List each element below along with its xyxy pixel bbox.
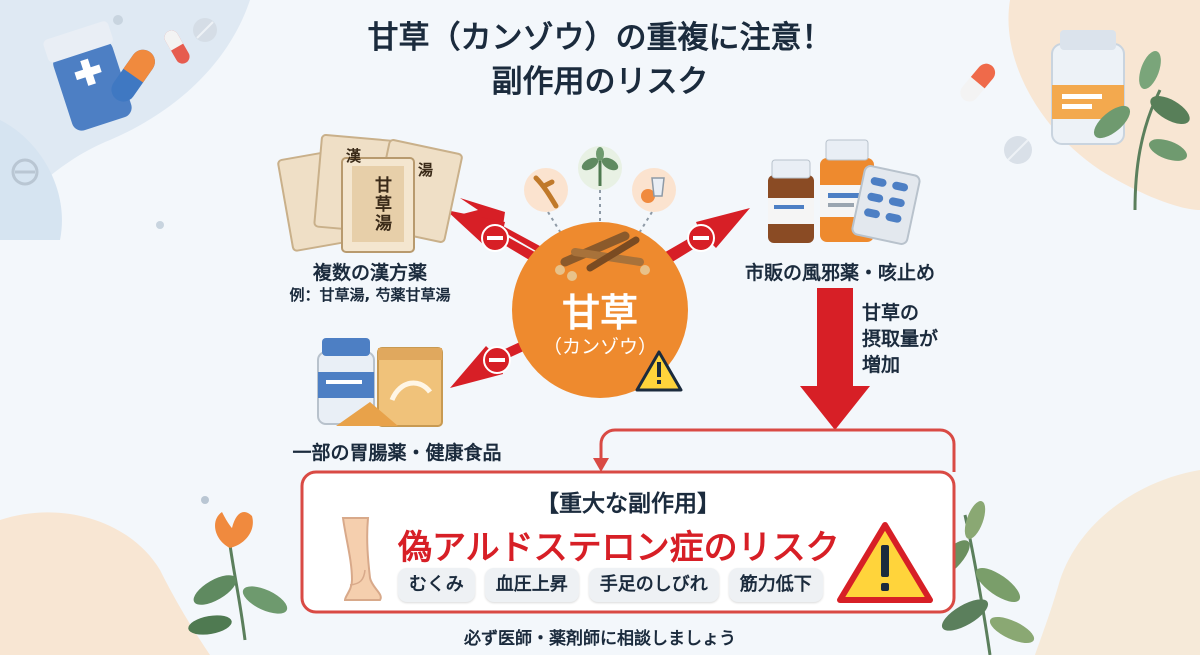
kampo-packets-icon <box>277 134 463 253</box>
tablet-icon <box>11 158 39 186</box>
capsule-icon <box>960 63 996 102</box>
center-subtitle: （カンゾウ） <box>542 336 657 358</box>
packet-label-back: 湯 <box>416 162 434 179</box>
otc-label: 市販の風邪薬・咳止め <box>744 262 935 284</box>
capsule-icon <box>111 49 155 102</box>
sprout-icon <box>578 146 622 190</box>
cold-medicine-bottles-icon <box>768 139 921 245</box>
bg-blob-bottom-left <box>0 512 210 655</box>
swollen-leg-icon <box>341 517 382 601</box>
warning-icon <box>635 350 683 392</box>
symptom-list: むくみ 血圧上昇 手足のしびれ 筋力低下 <box>398 568 823 602</box>
symptom-tag: 手足のしびれ <box>588 568 719 602</box>
kampo-label: 複数の漢方薬 <box>312 262 427 284</box>
page-title-line1: 甘草（カンゾウ）の重複に注意！ <box>367 20 833 56</box>
symptom-tag: 血圧上昇 <box>484 568 579 602</box>
medicine-cup-icon <box>632 168 676 212</box>
kampo-example: 例：甘草湯, 芍薬甘草湯 <box>289 286 451 304</box>
connector-line <box>599 428 940 462</box>
minus-icon <box>481 224 509 252</box>
stomach-medicine-icon <box>317 338 443 427</box>
center-title: 甘草 <box>561 291 638 335</box>
arrow-down-intake <box>800 288 870 430</box>
packet-label: 甘草湯 <box>371 176 391 233</box>
licorice-root-icon <box>555 231 650 281</box>
intake-note-line: 摂取量が <box>862 328 939 350</box>
page-title-line2: 副作用のリスク <box>491 64 709 100</box>
intake-note: 甘草の 摂取量が 増加 <box>862 300 938 378</box>
bg-blob-bottom-right <box>1035 470 1200 655</box>
root-icon <box>524 168 568 212</box>
stomach-label: 一部の胃腸薬・健康食品 <box>292 442 502 464</box>
packet-label-back: 漢 <box>344 148 362 165</box>
minus-icon <box>687 224 715 252</box>
risk-title: 偽アルドステロン症のリスク <box>398 528 840 568</box>
flower-icon <box>188 496 288 641</box>
warning-icon <box>837 522 933 603</box>
symptom-tag: 筋力低下 <box>728 568 823 602</box>
intake-note-line: 増加 <box>862 354 901 376</box>
minus-icon <box>483 346 511 374</box>
footer-note: 必ず医師・薬剤師に相談しましょう <box>464 629 736 649</box>
pill-bottle-icon <box>43 21 132 131</box>
symptom-tag: むくみ <box>398 568 475 602</box>
effect-heading: 【重大な副作用】 <box>536 491 720 517</box>
capsule-icon <box>164 30 190 64</box>
intake-note-line: 甘草の <box>862 302 920 324</box>
